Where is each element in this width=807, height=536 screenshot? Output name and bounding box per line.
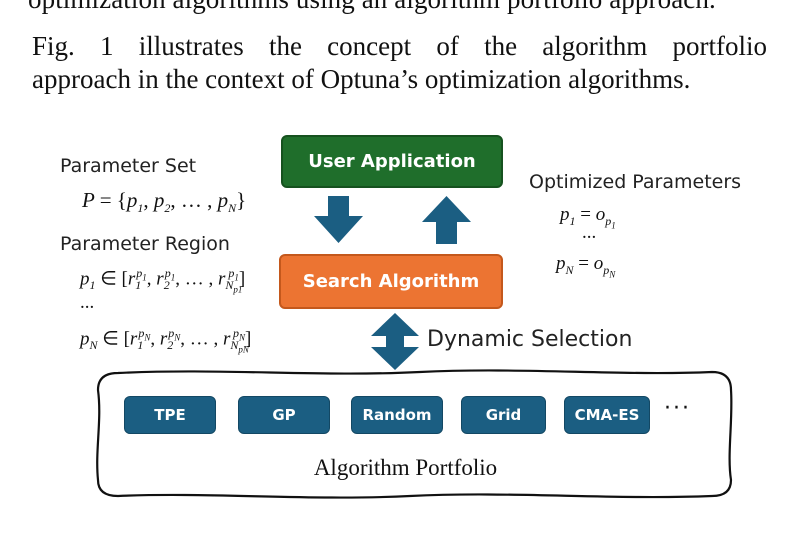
algorithm-cma-es: CMA-ES bbox=[564, 396, 650, 434]
parameter-region-label: Parameter Region bbox=[60, 233, 230, 255]
parameter-set-formula: P = {p1, p2, … , pN} bbox=[82, 188, 247, 216]
parameter-region-formula-n: pN ∈ [r1pN, r2pN, … , rNpNpN] bbox=[80, 326, 252, 355]
down-arrow bbox=[314, 196, 363, 243]
user-application-box: User Application bbox=[281, 135, 503, 188]
algorithm-portfolio-label: Algorithm Portfolio bbox=[313, 455, 498, 480]
optimized-parameters-label: Optimized Parameters bbox=[529, 171, 742, 193]
parameter-region-formula-1: p1 ∈ [r1p1, r2p1, … , rNp1p1] bbox=[80, 266, 246, 295]
parameter-set-label: Parameter Set bbox=[60, 155, 197, 177]
parameter-region-ellipsis: ... bbox=[80, 292, 95, 313]
algorithm-tpe: TPE bbox=[124, 396, 216, 434]
more-algorithms-ellipsis: ··· bbox=[664, 396, 691, 421]
up-arrow bbox=[422, 196, 471, 244]
algorithm-random: Random bbox=[351, 396, 443, 434]
optimized-formula-n: pN = opN bbox=[556, 253, 616, 280]
algorithm-gp: GP bbox=[238, 396, 330, 434]
dynamic-selection-label: Dynamic Selection bbox=[427, 327, 633, 352]
optimized-formula-1: p1 = op1 bbox=[560, 204, 616, 231]
paragraph-line-1: Fig. 1 illustrates the concept of the al… bbox=[32, 31, 767, 61]
optimized-ellipsis: ... bbox=[582, 222, 597, 243]
paragraph-line-2: approach in the context of Optuna’s opti… bbox=[32, 64, 691, 94]
bidirectional-arrow bbox=[371, 313, 419, 370]
cut-off-text-line: optimization algorithms using an algorit… bbox=[28, 0, 716, 15]
search-algorithm-box: Search Algorithm bbox=[279, 254, 503, 309]
algorithm-grid: Grid bbox=[461, 396, 546, 434]
